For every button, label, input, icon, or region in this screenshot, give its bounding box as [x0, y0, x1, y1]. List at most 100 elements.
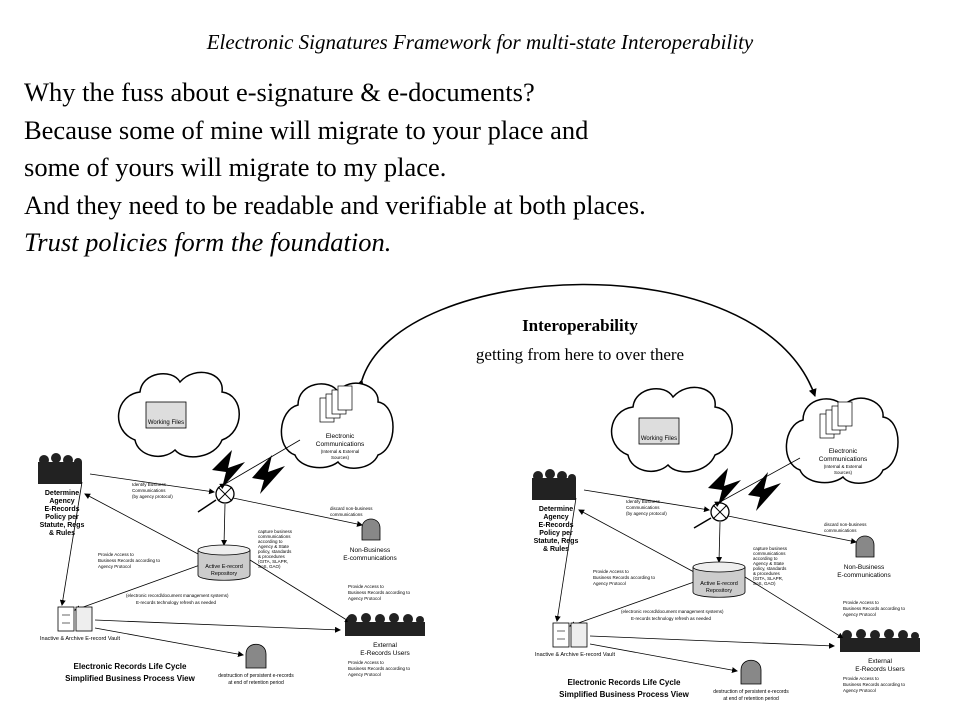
svg-text:E-Records: E-Records: [538, 522, 573, 529]
lightning-icon: [212, 450, 245, 488]
left-lifecycle-diagram: Working Files Electronic Communications …: [38, 371, 425, 686]
destruction-tombstone-icon: [740, 659, 762, 685]
svg-text:Non-Business: Non-Business: [844, 564, 885, 571]
svg-text:at end of retention period: at end of retention period: [228, 680, 284, 686]
svg-text:Repository: Repository: [211, 571, 238, 577]
svg-text:Agency Protocol: Agency Protocol: [98, 564, 131, 569]
svg-text:Electronic: Electronic: [326, 433, 355, 440]
svg-text:SoS, GAO): SoS, GAO): [753, 581, 776, 586]
svg-text:(electronic record/document ma: (electronic record/document management s…: [621, 609, 724, 614]
svg-text:Business Records according to: Business Records according to: [843, 682, 906, 687]
svg-text:Active E-record: Active E-record: [205, 564, 243, 570]
svg-text:& procedures: & procedures: [258, 554, 286, 559]
svg-text:(by agency protocol): (by agency protocol): [132, 494, 173, 499]
body-line-3: some of yours will migrate to my place.: [24, 152, 447, 182]
svg-text:(GITA, SLAPR,: (GITA, SLAPR,: [258, 559, 288, 564]
svg-text:Identify Business: Identify Business: [626, 499, 661, 504]
svg-text:E-records technology refresh a: E-records technology refresh as needed: [136, 600, 217, 605]
svg-text:capture business: capture business: [258, 529, 293, 534]
destruction-tombstone-icon: [245, 643, 267, 669]
svg-text:Agency & State: Agency & State: [753, 561, 785, 566]
slide-body: Why the fuss about e-signature & e-docum…: [24, 74, 646, 262]
svg-text:Agency: Agency: [49, 498, 74, 505]
svg-text:Business Records according to: Business Records according to: [593, 575, 656, 580]
svg-text:(by agency protocol): (by agency protocol): [626, 511, 667, 516]
svg-text:E-communications: E-communications: [837, 572, 891, 579]
svg-text:Agency Protocol: Agency Protocol: [593, 581, 626, 586]
right-lifecycle-diagram: Working Files Electronic Communications …: [532, 386, 920, 702]
svg-text:(GITA, SLAPR,: (GITA, SLAPR,: [753, 576, 783, 581]
svg-text:Non-Business: Non-Business: [350, 547, 391, 554]
repository-cylinder-icon: [197, 544, 251, 581]
lightning-icon: [748, 472, 781, 511]
svg-text:Business Records according to: Business Records according to: [843, 606, 906, 611]
svg-text:Statute, Regs: Statute, Regs: [534, 538, 579, 545]
electronic-comm-cloud: Electronic Communications (Internal & Ex…: [280, 382, 394, 469]
body-line-4: And they need to be readable and verifia…: [24, 189, 646, 220]
svg-text:discard non-business: discard non-business: [330, 506, 373, 511]
svg-text:Determine: Determine: [45, 490, 79, 497]
svg-text:Provide Access to: Provide Access to: [98, 552, 134, 557]
svg-text:(Internal & External: (Internal & External: [321, 449, 360, 454]
interoperability-arc: [356, 283, 817, 397]
svg-text:Agency Protocol: Agency Protocol: [843, 612, 876, 617]
svg-text:Simplified Business Process Vi: Simplified Business Process View: [65, 674, 195, 683]
slide-header: Electronic Signatures Framework for mult…: [206, 30, 754, 54]
working-files-cloud: Working Files: [118, 371, 240, 458]
svg-text:communications: communications: [330, 512, 363, 517]
svg-text:& procedures: & procedures: [753, 571, 781, 576]
interop-title: Interoperability: [522, 316, 638, 335]
non-business-tombstone-icon: [361, 518, 381, 541]
svg-text:Active E-record: Active E-record: [700, 581, 738, 587]
meeting-people-icon: [38, 453, 82, 484]
svg-text:E-records technology refresh a: E-records technology refresh as needed: [631, 616, 712, 621]
svg-text:Provide Access to: Provide Access to: [843, 676, 879, 681]
svg-text:destruction of persistent e-re: destruction of persistent e-records: [218, 673, 294, 679]
electronic-comm-cloud: Electronic Communications (Internal & Ex…: [785, 397, 899, 484]
vault-cabinet-icon: [552, 622, 588, 648]
svg-text:destruction of persistent e-re: destruction of persistent e-records: [713, 689, 789, 695]
svg-text:Business Records according to: Business Records according to: [98, 558, 161, 563]
svg-text:Sources): Sources): [331, 455, 350, 460]
svg-text:SoS, GAO): SoS, GAO): [258, 564, 281, 569]
svg-text:Agency Protocol: Agency Protocol: [843, 688, 876, 693]
working-files-cloud: Working Files: [611, 386, 733, 473]
svg-text:E-Records Users: E-Records Users: [855, 666, 905, 673]
svg-text:External: External: [868, 658, 892, 665]
svg-text:Working Files: Working Files: [641, 436, 677, 442]
svg-text:Sources): Sources): [834, 470, 853, 475]
svg-text:policy, standards: policy, standards: [753, 566, 787, 571]
svg-text:E-Records: E-Records: [44, 506, 79, 513]
svg-text:Provide Access to: Provide Access to: [593, 569, 629, 574]
svg-text:Simplified Business Process Vi: Simplified Business Process View: [559, 690, 689, 699]
svg-text:Policy per: Policy per: [539, 530, 573, 537]
body-line-2: Because some of mine will migrate to you…: [24, 114, 589, 145]
svg-text:(Internal & External: (Internal & External: [824, 464, 863, 469]
svg-text:Agency Protocol: Agency Protocol: [348, 672, 381, 677]
svg-text:Policy per: Policy per: [45, 514, 79, 521]
svg-text:Determine: Determine: [539, 506, 573, 513]
svg-text:Repository: Repository: [706, 588, 733, 594]
svg-text:E-Records Users: E-Records Users: [360, 650, 410, 657]
svg-text:Communications: Communications: [819, 456, 868, 463]
svg-text:Provide Access to: Provide Access to: [348, 584, 384, 589]
svg-text:E-communications: E-communications: [343, 555, 397, 562]
svg-text:Electronic Records Life Cycle: Electronic Records Life Cycle: [74, 662, 187, 671]
interop-subtitle: getting from here to over there: [476, 345, 684, 364]
svg-text:communications: communications: [753, 551, 786, 556]
svg-text:& Rules: & Rules: [49, 530, 75, 537]
external-users-icon: [345, 613, 425, 636]
svg-text:Inactive & Archive E-record Va: Inactive & Archive E-record Vault: [535, 652, 615, 658]
svg-text:Inactive & Archive E-record Va: Inactive & Archive E-record Vault: [40, 636, 120, 642]
svg-text:Business Records according to: Business Records according to: [348, 590, 411, 595]
svg-text:at end of retention period: at end of retention period: [723, 696, 779, 702]
svg-text:Agency & State: Agency & State: [258, 544, 290, 549]
body-line-1: Why the fuss about e-signature & e-docum…: [24, 77, 535, 107]
svg-text:communications: communications: [258, 534, 291, 539]
svg-text:Communications: Communications: [132, 488, 166, 493]
meeting-people-icon: [532, 469, 576, 500]
svg-text:Electronic: Electronic: [829, 448, 858, 455]
repository-cylinder-icon: [692, 561, 746, 598]
svg-text:Provide Access to: Provide Access to: [843, 600, 879, 605]
svg-text:Statute, Regs: Statute, Regs: [40, 522, 85, 529]
